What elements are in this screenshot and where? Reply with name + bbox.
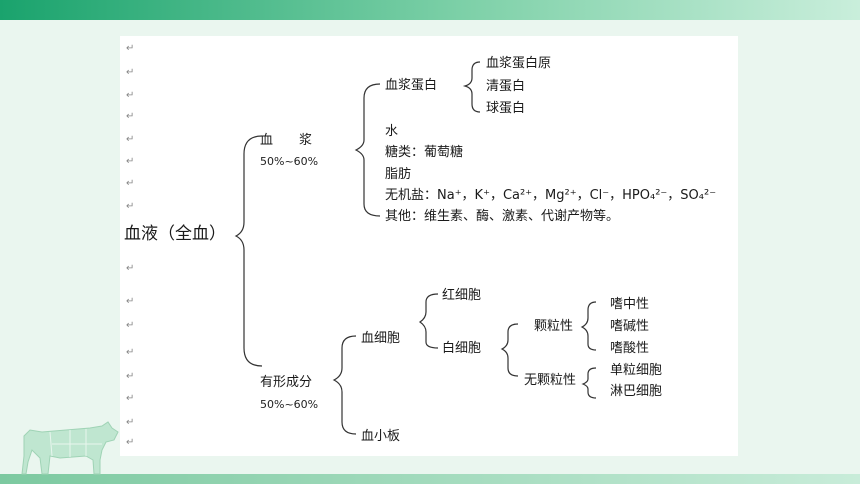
return-mark: ↵ <box>126 178 135 189</box>
return-mark: ↵ <box>126 263 135 274</box>
protein-item: 球蛋白 <box>486 101 526 116</box>
root-node-blood: 血液（全血） <box>124 224 226 244</box>
cow-icon <box>21 421 119 475</box>
return-mark: ↵ <box>126 296 135 307</box>
red-cells-label: 红细胞 <box>442 288 482 303</box>
plasma-percent: 50%~60% <box>260 155 319 168</box>
return-mark: ↵ <box>126 201 135 212</box>
white-cells-label: 白细胞 <box>442 341 482 356</box>
bracket-lines <box>234 61 597 435</box>
return-mark: ↵ <box>126 347 135 358</box>
plasma-label: 血 浆 <box>260 133 313 148</box>
agranular-label: 无颗粒性 <box>524 373 577 388</box>
granular-item: 嗜碱性 <box>610 319 650 334</box>
granular-label: 颗粒性 <box>534 319 574 334</box>
return-mark: ↵ <box>126 320 135 331</box>
return-mark: ↵ <box>126 134 135 145</box>
platelets-label: 血小板 <box>361 429 401 444</box>
return-mark: ↵ <box>126 43 135 54</box>
return-mark: ↵ <box>126 371 135 382</box>
plasma-protein-label: 血浆蛋白 <box>385 78 438 93</box>
return-mark: ↵ <box>126 156 135 167</box>
granular-item: 嗜酸性 <box>610 341 650 356</box>
plasma-water: 水 <box>385 124 399 139</box>
plasma-others: 其他：维生素、酶、激素、代谢产物等。 <box>385 209 620 224</box>
bottom-banner <box>0 474 860 484</box>
blood-cells-label: 血细胞 <box>361 331 401 346</box>
granular-item: 嗜中性 <box>610 297 650 312</box>
plasma-sugar: 糖类：葡萄糖 <box>385 145 464 160</box>
agranular-item: 淋巴细胞 <box>610 384 663 399</box>
formed-percent: 50%~60% <box>260 398 319 411</box>
return-mark: ↵ <box>126 67 135 78</box>
formed-label: 有形成分 <box>260 375 313 390</box>
protein-item: 血浆蛋白原 <box>486 56 552 71</box>
return-mark: ↵ <box>126 437 135 448</box>
return-mark: ↵ <box>126 111 135 122</box>
plasma-fat: 脂肪 <box>385 167 412 182</box>
return-mark: ↵ <box>126 393 135 404</box>
top-banner <box>0 0 860 20</box>
protein-item: 清蛋白 <box>486 79 526 94</box>
return-mark: ↵ <box>126 90 135 101</box>
agranular-item: 单粒细胞 <box>610 363 663 378</box>
plasma-salts: 无机盐：Na⁺，K⁺，Ca²⁺，Mg²⁺，Cl⁻，HPO₄²⁻，SO₄²⁻ <box>385 188 717 203</box>
return-mark: ↵ <box>126 417 135 428</box>
document-page: ↵ ↵ ↵ ↵ ↵ ↵ ↵ ↵ ↵ ↵ ↵ ↵ ↵ ↵ ↵ ↵ 血液（全血） 血… <box>120 36 738 456</box>
